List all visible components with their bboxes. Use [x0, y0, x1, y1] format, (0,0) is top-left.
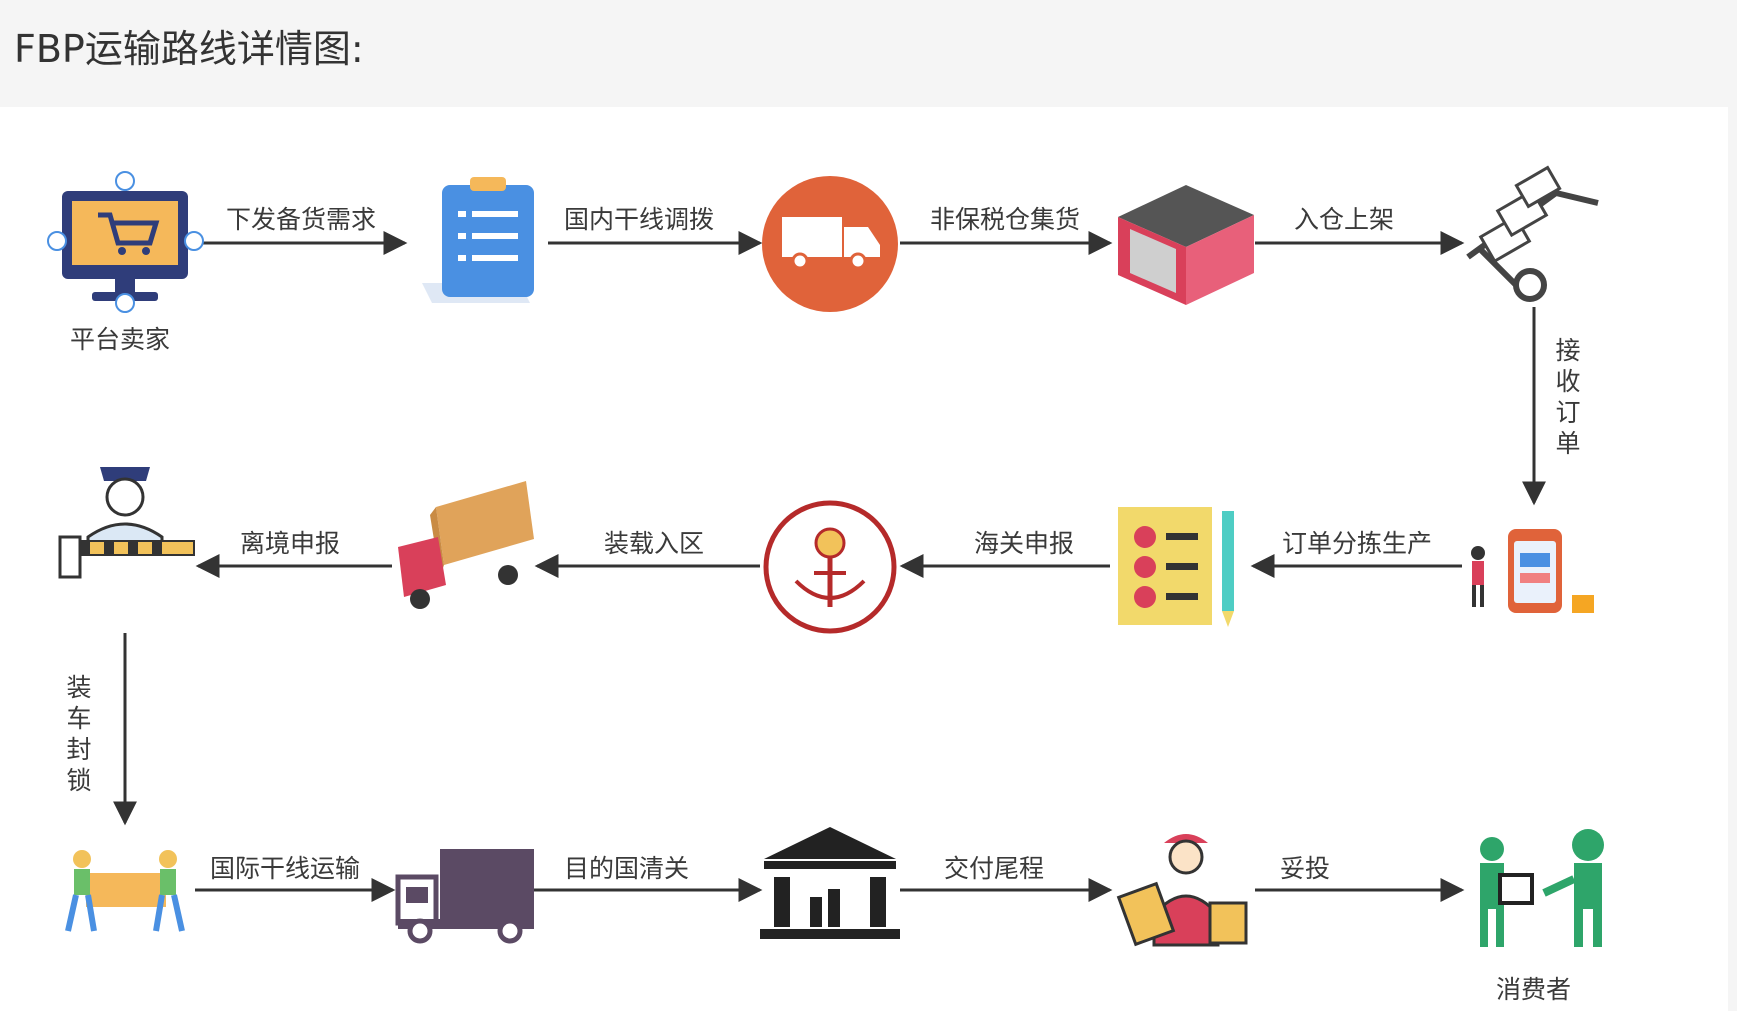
- header-bar: FBP运输路线详情图:: [0, 0, 1737, 107]
- clipboard-document-icon: [422, 177, 534, 303]
- step-label-11: 国际干线运输: [210, 854, 361, 883]
- international-van-icon: [395, 849, 534, 944]
- step-label-4: 入仓上架: [1294, 205, 1395, 234]
- customs-building-icon: [760, 827, 900, 939]
- consumer-icon: [1480, 829, 1604, 947]
- fbp-route-diagram: [47, 165, 1604, 947]
- courier-icon: [1116, 834, 1248, 947]
- node-label-consumer: 消费者: [1496, 975, 1572, 1004]
- step-label-12: 目的国清关: [564, 854, 690, 883]
- step-label-10: 装车封锁: [66, 673, 92, 795]
- seller-monitor-icon: [47, 171, 204, 313]
- step-label-9: 离境申报: [240, 529, 341, 558]
- page-title: FBP运输路线详情图:: [14, 27, 364, 71]
- right-margin-bar: [1728, 107, 1737, 1011]
- warehouse-icon: [1118, 185, 1254, 305]
- loaded-truck-icon: [398, 481, 534, 609]
- movers-icon: [65, 850, 185, 932]
- step-label-13: 交付尾程: [944, 854, 1045, 883]
- hand-truck-icon: [1466, 165, 1599, 302]
- order-sorting-icon: [1471, 529, 1594, 613]
- node-label-seller: 平台卖家: [70, 325, 171, 354]
- step-label-1: 下发备货需求: [226, 205, 377, 234]
- port-anchor-icon: [763, 500, 897, 634]
- step-label-2: 国内干线调拨: [564, 205, 715, 234]
- checklist-icon: [1118, 507, 1234, 627]
- step-label-7: 海关申报: [974, 529, 1075, 558]
- step-label-3: 非保税仓集货: [930, 205, 1081, 234]
- step-label-14: 妥投: [1280, 854, 1331, 883]
- step-label-8: 装载入区: [604, 529, 705, 558]
- customs-officer-icon: [58, 467, 195, 579]
- step-label-6: 订单分拣生产: [1282, 529, 1433, 558]
- domestic-truck-icon: [762, 176, 898, 312]
- step-label-5: 接收订单: [1555, 336, 1581, 458]
